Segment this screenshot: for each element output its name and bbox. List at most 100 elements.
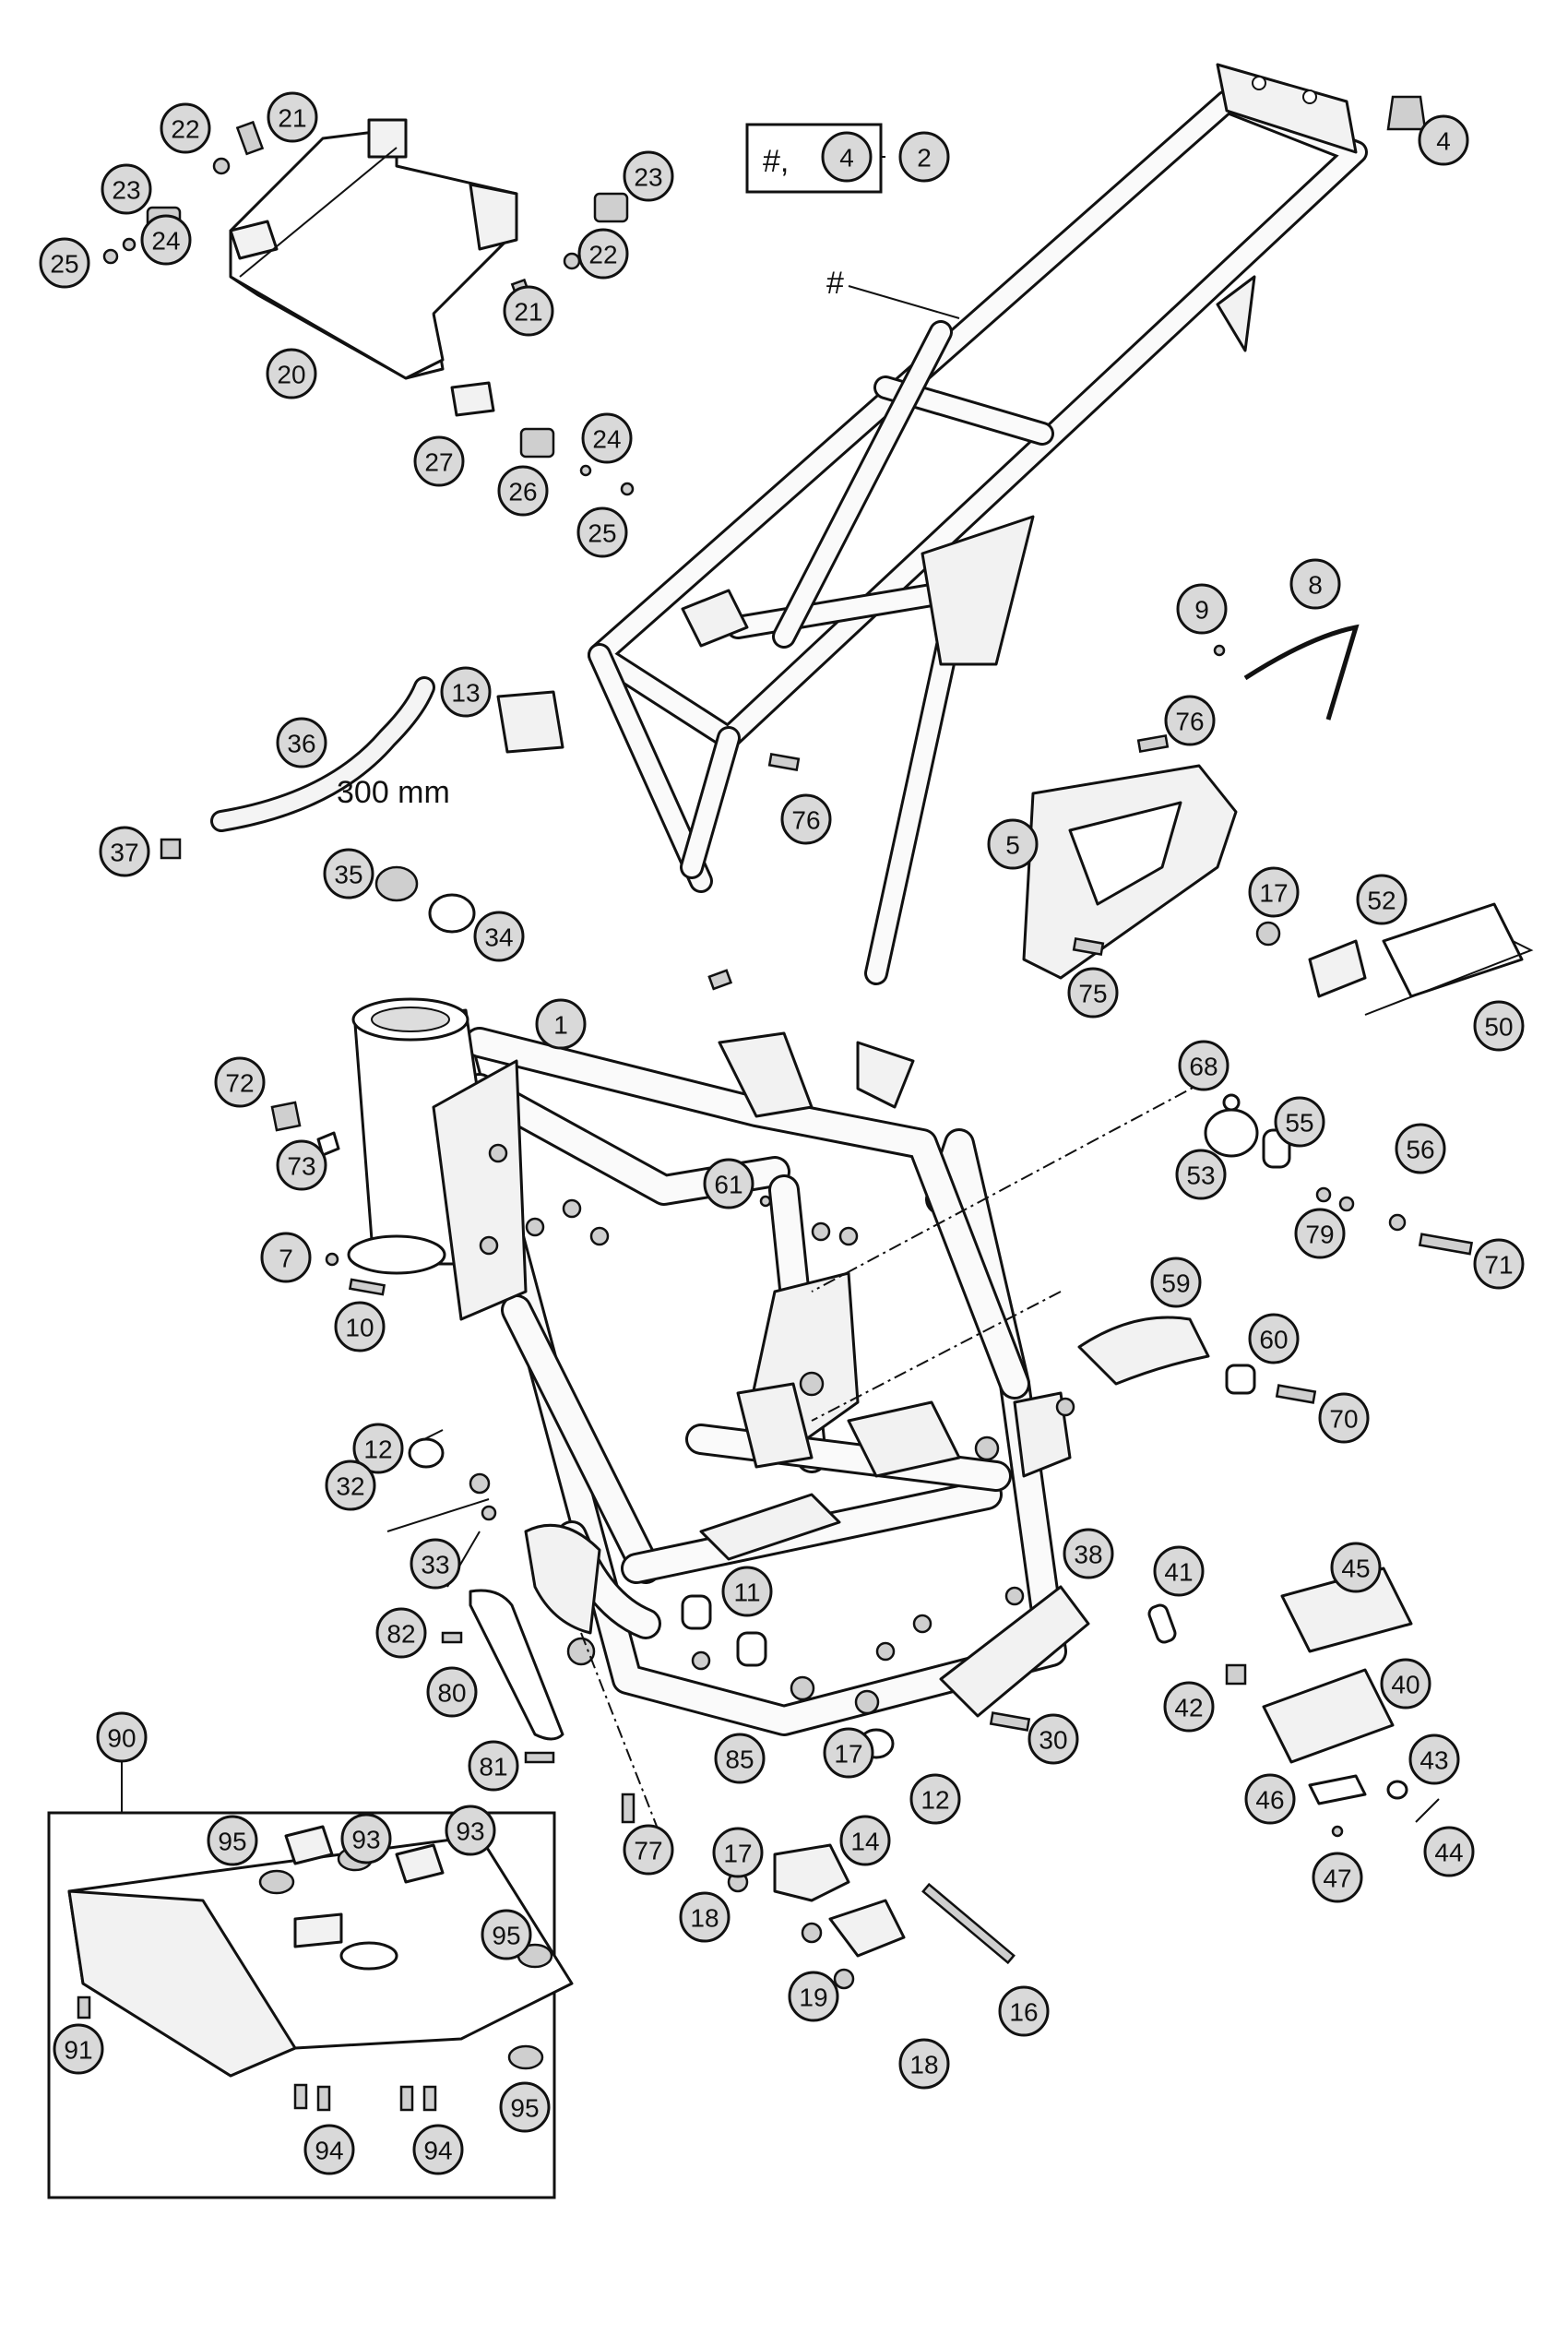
callout-94b: 94	[412, 2124, 464, 2175]
callout-circle	[267, 91, 318, 143]
callout-number: 22	[171, 115, 199, 144]
callout-73: 73	[276, 1139, 327, 1191]
callout-number: 93	[351, 1826, 380, 1854]
callout-circle	[1294, 1208, 1346, 1259]
callout-20: 20	[266, 348, 317, 399]
callout-number: 21	[278, 104, 306, 133]
callout-1: 1	[535, 998, 587, 1050]
callout-number: 36	[287, 730, 315, 758]
callout-number: 33	[421, 1551, 449, 1579]
callout-36: 36	[276, 717, 327, 768]
callout-circle	[323, 848, 374, 899]
callout-17b: 17	[823, 1727, 874, 1779]
callout-number: 95	[510, 2094, 539, 2123]
callout-50: 50	[1473, 1000, 1525, 1052]
callout-circle	[1175, 1149, 1227, 1200]
callout-circle	[1380, 1658, 1431, 1710]
callout-circle	[1176, 583, 1228, 635]
callout-circle	[410, 1538, 461, 1590]
callout-circle	[623, 1824, 674, 1876]
callout-47: 47	[1312, 1852, 1363, 1903]
callout-95a: 95	[207, 1815, 258, 1866]
callout-number: 23	[634, 163, 662, 192]
callout-circle	[352, 1423, 404, 1474]
callout-number: 35	[334, 861, 362, 889]
callout-75: 75	[1067, 967, 1119, 1019]
callout-circle	[412, 2124, 464, 2175]
callout-number: 77	[634, 1837, 662, 1865]
callout-2: 2	[898, 131, 950, 183]
callout-number: 94	[423, 2137, 452, 2165]
callout-number: 43	[1420, 1746, 1448, 1775]
callout-number: 34	[484, 923, 513, 952]
callout-circle	[577, 228, 629, 280]
callout-circle	[987, 818, 1039, 870]
misc-parts	[160, 95, 1534, 1990]
callout-number: 26	[508, 478, 537, 506]
callout-10: 10	[334, 1301, 386, 1352]
callout-76b: 76	[1164, 695, 1216, 746]
callout-circle	[1248, 866, 1300, 918]
callout-circle	[214, 1056, 266, 1108]
callout-number: 16	[1009, 1998, 1038, 2027]
callout-40: 40	[1380, 1658, 1431, 1710]
callout-number: 75	[1078, 980, 1107, 1008]
callout-number: 47	[1323, 1864, 1351, 1893]
hose-length-text: 300 mm	[337, 775, 450, 810]
callout-circle	[1028, 1713, 1079, 1765]
callout-number: 5	[1005, 831, 1020, 860]
main-frame	[347, 997, 1075, 1736]
callout-circle	[340, 1813, 392, 1864]
callout-circle	[473, 911, 525, 962]
callout-55: 55	[1274, 1096, 1325, 1148]
callout-34: 34	[473, 911, 525, 962]
callout-circle	[1289, 558, 1341, 610]
callout-90: 90	[96, 1711, 148, 1763]
callout-number: 17	[1259, 879, 1288, 908]
skid-plate-group	[47, 1753, 574, 2199]
callout-7: 7	[260, 1232, 312, 1283]
callout-number: 95	[218, 1828, 246, 1856]
callout-number: 18	[690, 1904, 719, 1933]
callout-circle	[1178, 1040, 1229, 1091]
callout-number: 20	[277, 361, 305, 389]
callout-23a: 23	[101, 163, 152, 215]
callout-27: 27	[413, 435, 465, 487]
callout-91: 91	[53, 2023, 104, 2075]
callout-9: 9	[1176, 583, 1228, 635]
callout-circle	[440, 666, 492, 718]
callout-circle	[535, 998, 587, 1050]
callout-number: 53	[1186, 1162, 1215, 1190]
callout-60: 60	[1248, 1313, 1300, 1364]
callout-71: 71	[1473, 1238, 1525, 1290]
callout-25b: 25	[576, 506, 628, 558]
callout-93b: 93	[445, 1805, 496, 1856]
callout-circle	[703, 1158, 754, 1209]
callout-22a: 22	[160, 102, 211, 154]
callout-80: 80	[426, 1666, 478, 1718]
callout-81: 81	[468, 1740, 519, 1792]
callout-circle	[1312, 1852, 1363, 1903]
callout-number: 37	[110, 839, 138, 867]
callout-bubbles: 1244578910111212131416171717181819202121…	[39, 91, 1525, 2175]
subframe-mark: #	[826, 266, 844, 301]
callout-number: 60	[1259, 1326, 1288, 1354]
callout-number: 1	[553, 1011, 568, 1040]
callout-number: 4	[1436, 127, 1451, 156]
callout-circle	[445, 1805, 496, 1856]
callout-16: 16	[998, 1985, 1050, 2037]
callout-41: 41	[1153, 1545, 1205, 1597]
callout-circle	[909, 1773, 961, 1825]
callout-93a: 93	[340, 1813, 392, 1864]
callout-56: 56	[1395, 1123, 1446, 1174]
callout-number: 22	[588, 241, 617, 269]
callout-23b: 23	[623, 150, 674, 202]
callout-circle	[823, 1727, 874, 1779]
callout-circle	[1408, 1733, 1460, 1785]
callout-circle	[1244, 1773, 1296, 1825]
callout-circle	[1153, 1545, 1205, 1597]
callout-circle	[1067, 967, 1119, 1019]
callout-number: 52	[1367, 887, 1396, 915]
callout-number: 50	[1484, 1013, 1513, 1042]
callout-number: 40	[1391, 1671, 1420, 1699]
